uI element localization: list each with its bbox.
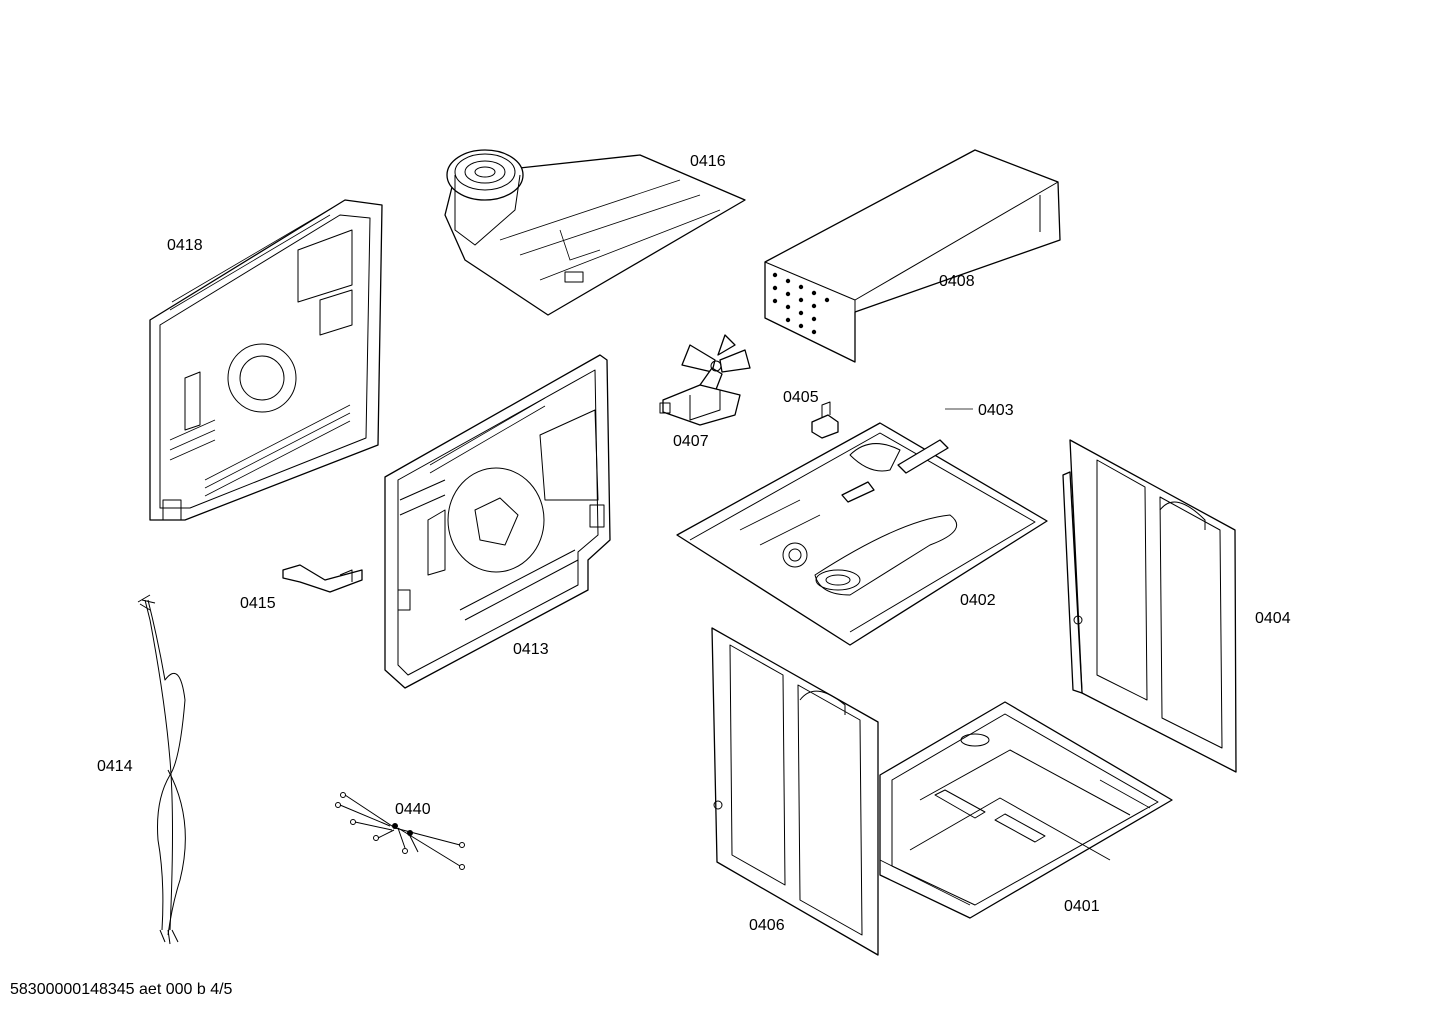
part-0404-right-side-panel[interactable] <box>1062 439 1237 773</box>
document-footer-code: 58300000148345 aet 000 b 4/5 <box>10 981 233 998</box>
part-0414-power-cable[interactable] <box>137 594 186 945</box>
label-0408: 0408 <box>939 273 975 290</box>
part-0416-fan-housing[interactable] <box>444 149 746 316</box>
part-0413-inner-rear-wall[interactable] <box>384 354 611 689</box>
label-0407: 0407 <box>673 433 709 450</box>
label-0403: 0403 <box>978 402 1014 419</box>
part-0406-left-side-panel[interactable] <box>711 627 879 956</box>
part-0440-wiring-harness[interactable] <box>335 792 465 870</box>
part-0408-top-cover[interactable] <box>764 149 1061 363</box>
part-0415-switch[interactable] <box>282 564 363 593</box>
label-0405: 0405 <box>783 389 819 406</box>
label-0413: 0413 <box>513 641 549 658</box>
label-0418: 0418 <box>167 237 203 254</box>
label-0406: 0406 <box>749 917 785 934</box>
label-0402: 0402 <box>960 592 996 609</box>
label-0415: 0415 <box>240 595 276 612</box>
label-0416: 0416 <box>690 153 726 170</box>
label-0440: 0440 <box>395 801 431 818</box>
part-0407-fan-motor[interactable] <box>659 334 751 426</box>
part-0401-bottom-frame[interactable] <box>879 701 1173 919</box>
part-0402-top-plate[interactable] <box>676 422 1048 646</box>
part-0418-rear-panel[interactable] <box>149 199 383 521</box>
label-0404: 0404 <box>1255 610 1291 627</box>
part-0405-clip[interactable] <box>811 401 839 439</box>
label-0414: 0414 <box>97 758 133 775</box>
label-0401: 0401 <box>1064 898 1100 915</box>
